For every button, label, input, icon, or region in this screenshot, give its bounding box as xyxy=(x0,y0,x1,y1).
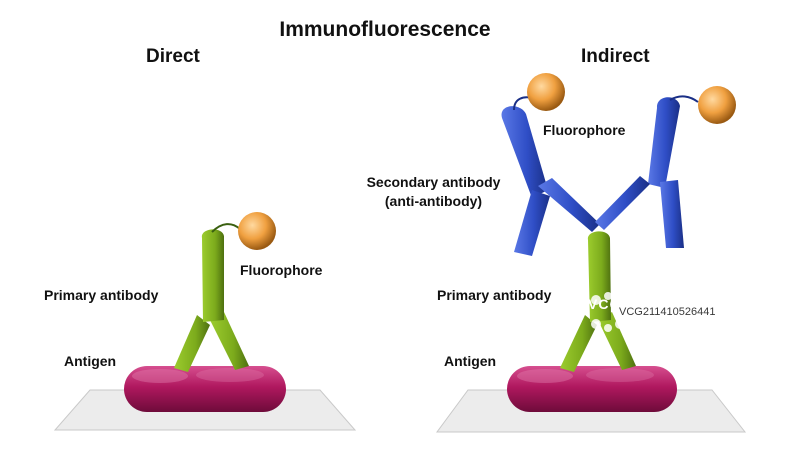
watermark: VCG VCG211410526441 xyxy=(582,282,800,344)
antigen-indirect xyxy=(507,366,677,412)
indirect-primary-antibody-label: Primary antibody xyxy=(437,287,552,303)
secondary-antibody-label-line2: (anti-antibody) xyxy=(384,193,483,209)
secondary-antibody-label-line1: Secondary antibody xyxy=(366,174,501,190)
linker-indirect-right xyxy=(669,95,699,103)
watermark-logo-icon xyxy=(591,292,628,332)
fluorophore-direct xyxy=(238,212,276,250)
diagram-title: Immunofluorescence xyxy=(279,18,491,41)
antigen-direct xyxy=(124,366,286,412)
fluorophore-indirect-left xyxy=(527,73,565,111)
indirect-antigen-label: Antigen xyxy=(444,353,497,369)
secondary-antibody-right xyxy=(595,97,684,248)
direct-fluorophore-label: Fluorophore xyxy=(240,262,323,278)
direct-heading: Direct xyxy=(146,46,200,67)
watermark-logo-text: VCG xyxy=(588,296,622,312)
secondary-antibody-left xyxy=(501,106,600,256)
watermark-id: VCG211410526441 xyxy=(619,306,716,318)
indirect-heading: Indirect xyxy=(581,46,650,67)
direct-antigen-label: Antigen xyxy=(64,353,117,369)
indirect-fluorophore-label: Fluorophore xyxy=(543,122,626,138)
fluorophore-indirect-right xyxy=(698,86,736,124)
secondary-antibody-label: Secondary antibody (anti-antibody) xyxy=(357,173,510,211)
direct-primary-antibody-label: Primary antibody xyxy=(44,287,159,303)
primary-antibody-direct xyxy=(174,229,249,372)
linker-direct xyxy=(211,223,241,233)
